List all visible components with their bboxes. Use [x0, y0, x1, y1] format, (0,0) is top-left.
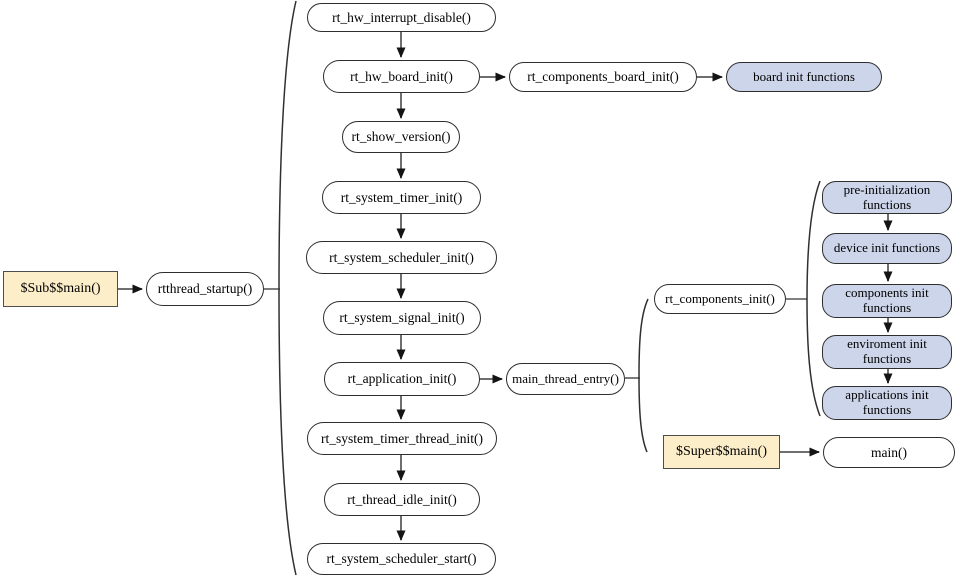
node-sub-main: $Sub$$main() [3, 271, 118, 307]
main-thread-group-brace [638, 298, 649, 453]
node-rt-thread-idle-init: rt_thread_idle_init() [324, 483, 480, 516]
node-rt-system-timer-thread-init: rt_system_timer_thread_init() [307, 422, 497, 455]
grouping-braces [278, 0, 821, 576]
components-group-brace [806, 180, 821, 417]
node-rt-application-init: rt_application_init() [324, 362, 480, 396]
node-super-main: $Super$$main() [663, 435, 780, 469]
node-rt-system-timer-init: rt_system_timer_init() [322, 181, 481, 214]
node-main: main() [823, 437, 955, 468]
node-enviroment-init-functions: enviroment init functions [822, 335, 952, 369]
node-rt-show-version: rt_show_version() [342, 121, 460, 153]
node-rtthread-startup: rtthread_startup() [146, 272, 264, 306]
node-rt-hw-interrupt-disable: rt_hw_interrupt_disable() [307, 3, 496, 32]
brace-stubs [264, 288, 807, 379]
startup-group-brace [278, 0, 297, 576]
node-rt-system-scheduler-init: rt_system_scheduler_init() [306, 241, 497, 274]
node-rt-system-scheduler-start: rt_system_scheduler_start() [307, 543, 496, 575]
node-components-init-functions: components init functions [822, 284, 952, 318]
node-rt-hw-board-init: rt_hw_board_init() [323, 60, 480, 93]
node-main-thread-entry: main_thread_entry() [506, 363, 625, 395]
node-rt-system-signal-init: rt_system_signal_init() [323, 301, 481, 335]
node-board-init-functions: board init functions [726, 62, 882, 92]
node-applications-init-functions: applications init functions [822, 386, 952, 420]
node-rt-components-init: rt_components_init() [654, 284, 786, 314]
node-pre-initialization-functions: pre-initialization functions [822, 181, 952, 214]
node-rt-components-board-init: rt_components_board_init() [509, 62, 697, 92]
node-device-init-functions: device init functions [822, 233, 952, 264]
branch-arrows [118, 72, 820, 457]
